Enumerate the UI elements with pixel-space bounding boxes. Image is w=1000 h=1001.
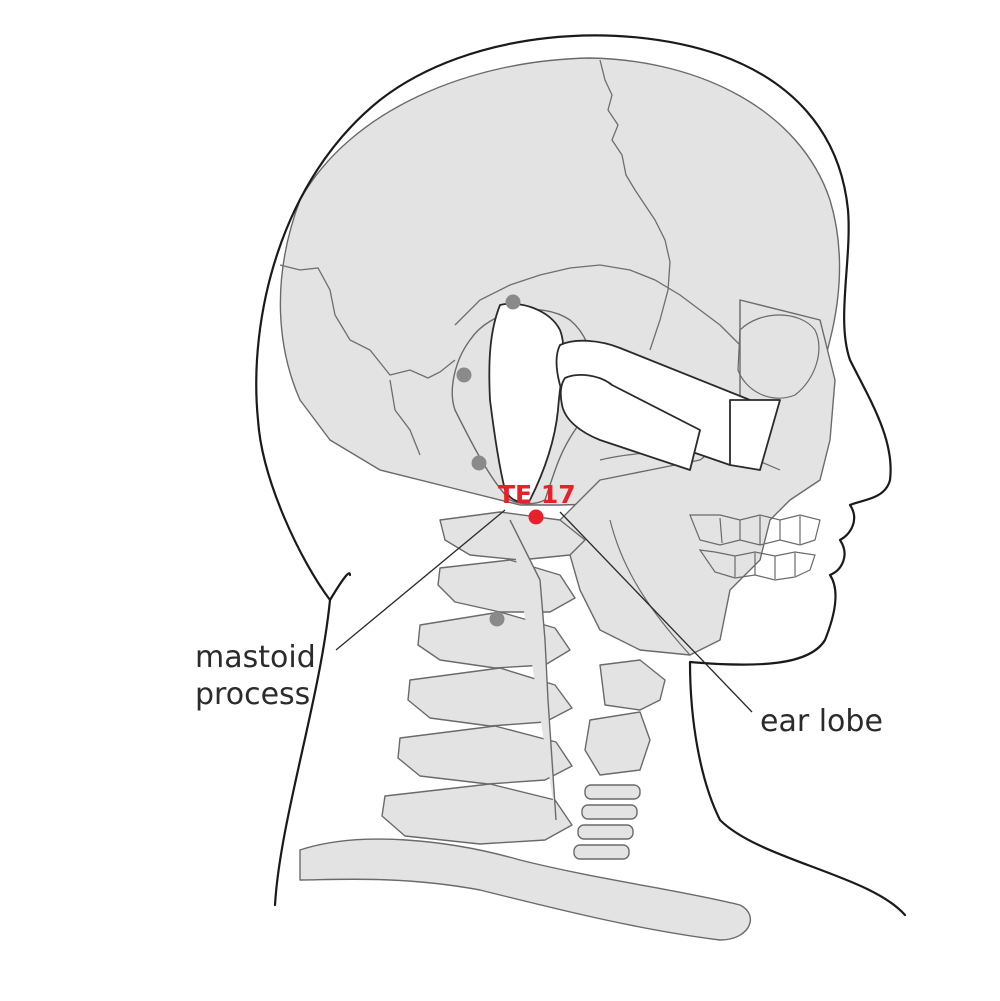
neighbor-point-1 xyxy=(505,294,521,310)
mastoid-leader-line xyxy=(335,509,506,651)
orbit xyxy=(737,314,820,399)
trachea xyxy=(573,659,666,860)
facial-skeleton xyxy=(559,299,836,656)
ear-lobe-leader-line xyxy=(559,511,753,713)
coronal-suture xyxy=(599,59,671,351)
teeth xyxy=(689,514,821,581)
mastoid-label-line1: mastoid xyxy=(195,640,316,675)
ear-lobe-label: ear lobe xyxy=(760,704,883,739)
occipital-suture xyxy=(389,379,421,456)
neighbor-point-4 xyxy=(489,611,505,627)
clavicle xyxy=(299,838,752,941)
te17-label: TE 17 xyxy=(498,480,576,509)
mastoid-label-line2: process xyxy=(195,677,310,712)
squamous-suture xyxy=(454,264,741,346)
back-of-neck xyxy=(328,572,352,602)
neighbor-point-3 xyxy=(471,455,487,471)
head-outline xyxy=(255,34,907,917)
neighbor-point-2 xyxy=(456,367,472,383)
te17-point xyxy=(528,509,544,525)
mandible-line xyxy=(609,519,691,656)
cervical-spine xyxy=(381,511,586,845)
lambdoid-suture xyxy=(279,264,456,379)
hand xyxy=(488,302,781,503)
